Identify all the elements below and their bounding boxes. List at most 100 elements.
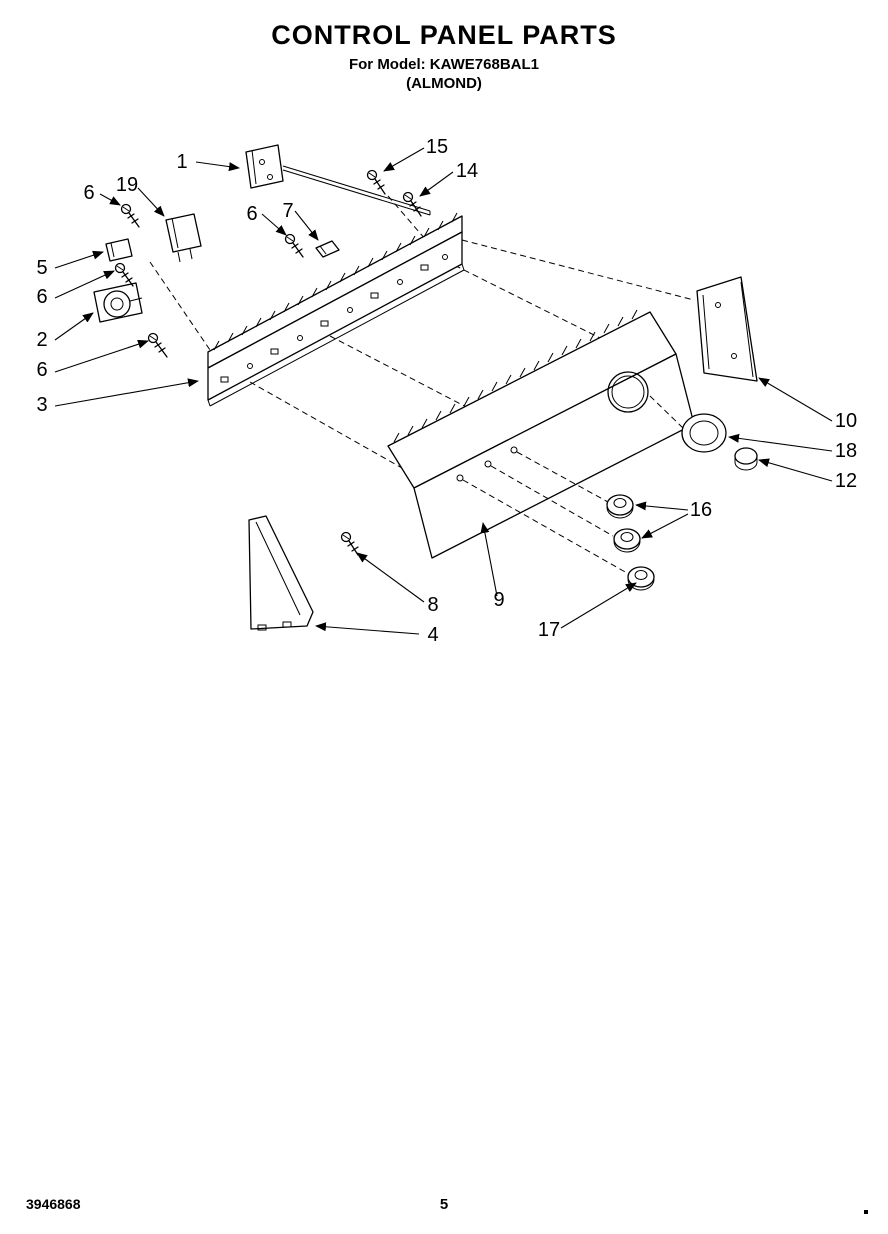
timer-shaft xyxy=(129,297,143,302)
knob-inner xyxy=(620,532,634,542)
callout-labels: 1 15 14 6 19 6 7 5 6 2 6 3 10 18 12 16 8… xyxy=(36,136,857,646)
ring-outer xyxy=(681,413,727,453)
screw-6a xyxy=(120,203,140,228)
part-7-clip xyxy=(315,240,340,258)
strip-hole xyxy=(397,279,403,285)
screw-6d xyxy=(147,332,168,358)
panel-knob-hole xyxy=(484,460,492,468)
strip-hole xyxy=(247,363,253,369)
part-3-mounting-strip xyxy=(207,212,465,407)
page-header: CONTROL PANEL PARTS For Model: KAWE768BA… xyxy=(0,20,888,92)
screw-axis-line xyxy=(387,195,427,241)
callout-10: 10 xyxy=(835,410,857,432)
panel-timer-hole-inner xyxy=(611,375,645,409)
callout-16: 16 xyxy=(690,499,712,521)
part-17-knob xyxy=(627,566,655,591)
strip-hole xyxy=(442,254,448,260)
strip-hole xyxy=(220,376,229,383)
callout-18: 18 xyxy=(835,440,857,462)
screw-6b xyxy=(284,233,304,258)
leader-6c xyxy=(54,270,115,299)
callout-6d: 6 xyxy=(36,359,47,381)
leader-16b xyxy=(641,513,689,539)
callout-9: 9 xyxy=(493,589,504,611)
switch-fold xyxy=(171,217,179,249)
callout-8: 8 xyxy=(427,594,438,616)
callout-2: 2 xyxy=(36,329,47,351)
knob-axis-line xyxy=(490,465,614,537)
ring-inner xyxy=(689,420,719,446)
screw-shaft xyxy=(154,341,168,358)
screw-shaft xyxy=(291,242,304,258)
model-line: For Model: KAWE768BAL1 xyxy=(348,56,540,73)
strip-bottom-fold xyxy=(207,263,465,407)
strip-hole xyxy=(370,292,379,299)
part-18-ring xyxy=(681,413,727,453)
strip-holes xyxy=(220,254,448,383)
screw-8 xyxy=(340,531,359,556)
bracket-pin xyxy=(282,165,431,216)
screw-15 xyxy=(366,169,386,195)
screw-shaft xyxy=(121,271,134,287)
leader-1 xyxy=(195,161,240,172)
callout-17: 17 xyxy=(538,619,560,641)
block-fold xyxy=(110,242,115,258)
screw-14 xyxy=(402,191,422,217)
end-cap-body xyxy=(696,276,758,382)
block-body xyxy=(105,238,133,262)
cap-top xyxy=(734,447,758,465)
screw-slot xyxy=(342,534,350,540)
screw-head xyxy=(120,203,132,215)
clip-body xyxy=(315,240,340,258)
projection-line xyxy=(461,239,695,301)
clip-fold xyxy=(319,245,327,255)
part-4-left-end-cap xyxy=(248,515,314,631)
callout-6a: 6 xyxy=(83,182,94,204)
screw-shaft xyxy=(373,178,386,195)
strip-hole xyxy=(420,264,429,271)
panel-timer-hole xyxy=(607,371,649,413)
callout-7: 7 xyxy=(282,200,293,222)
strip-hole xyxy=(297,335,303,341)
leader-6b xyxy=(261,213,287,236)
leader-lines xyxy=(54,147,833,635)
strip-face xyxy=(207,231,463,401)
leader-9 xyxy=(480,522,498,597)
screw-6c xyxy=(114,262,134,287)
end-cap-body xyxy=(248,515,314,630)
leader-2 xyxy=(54,312,94,341)
knob-skirt xyxy=(606,506,634,519)
knob-outer xyxy=(613,528,641,550)
end-cap-foot xyxy=(257,624,267,631)
callout-3: 3 xyxy=(36,394,47,416)
bracket-hole xyxy=(259,159,265,165)
part-12-cap xyxy=(734,447,758,471)
part-10-right-end-cap xyxy=(696,276,758,382)
knob-outer xyxy=(606,494,634,516)
leader-5 xyxy=(54,250,104,269)
screw-slot xyxy=(286,236,294,242)
strip-hole xyxy=(270,348,279,355)
screw-shaft xyxy=(409,200,422,217)
control-panel-console xyxy=(387,309,695,559)
leader-12 xyxy=(758,458,833,482)
strip-hole xyxy=(347,307,353,313)
leader-18 xyxy=(728,433,833,452)
screw-head xyxy=(147,332,159,344)
leader-6a xyxy=(99,193,121,206)
screw-head xyxy=(366,169,378,181)
leader-6d xyxy=(54,339,149,373)
panel-hatching xyxy=(393,309,638,443)
leader-4 xyxy=(315,622,420,635)
screw-slot xyxy=(149,335,157,341)
timer-body xyxy=(103,290,131,318)
ring-axis-line xyxy=(649,395,684,429)
switch-body xyxy=(165,213,202,253)
part-1-bracket xyxy=(245,144,431,216)
callout-6c: 6 xyxy=(36,286,47,308)
end-cap-hole xyxy=(731,353,737,359)
part-16-knob-a xyxy=(606,494,634,519)
knob-skirt xyxy=(613,540,641,553)
callout-14: 14 xyxy=(456,160,478,182)
